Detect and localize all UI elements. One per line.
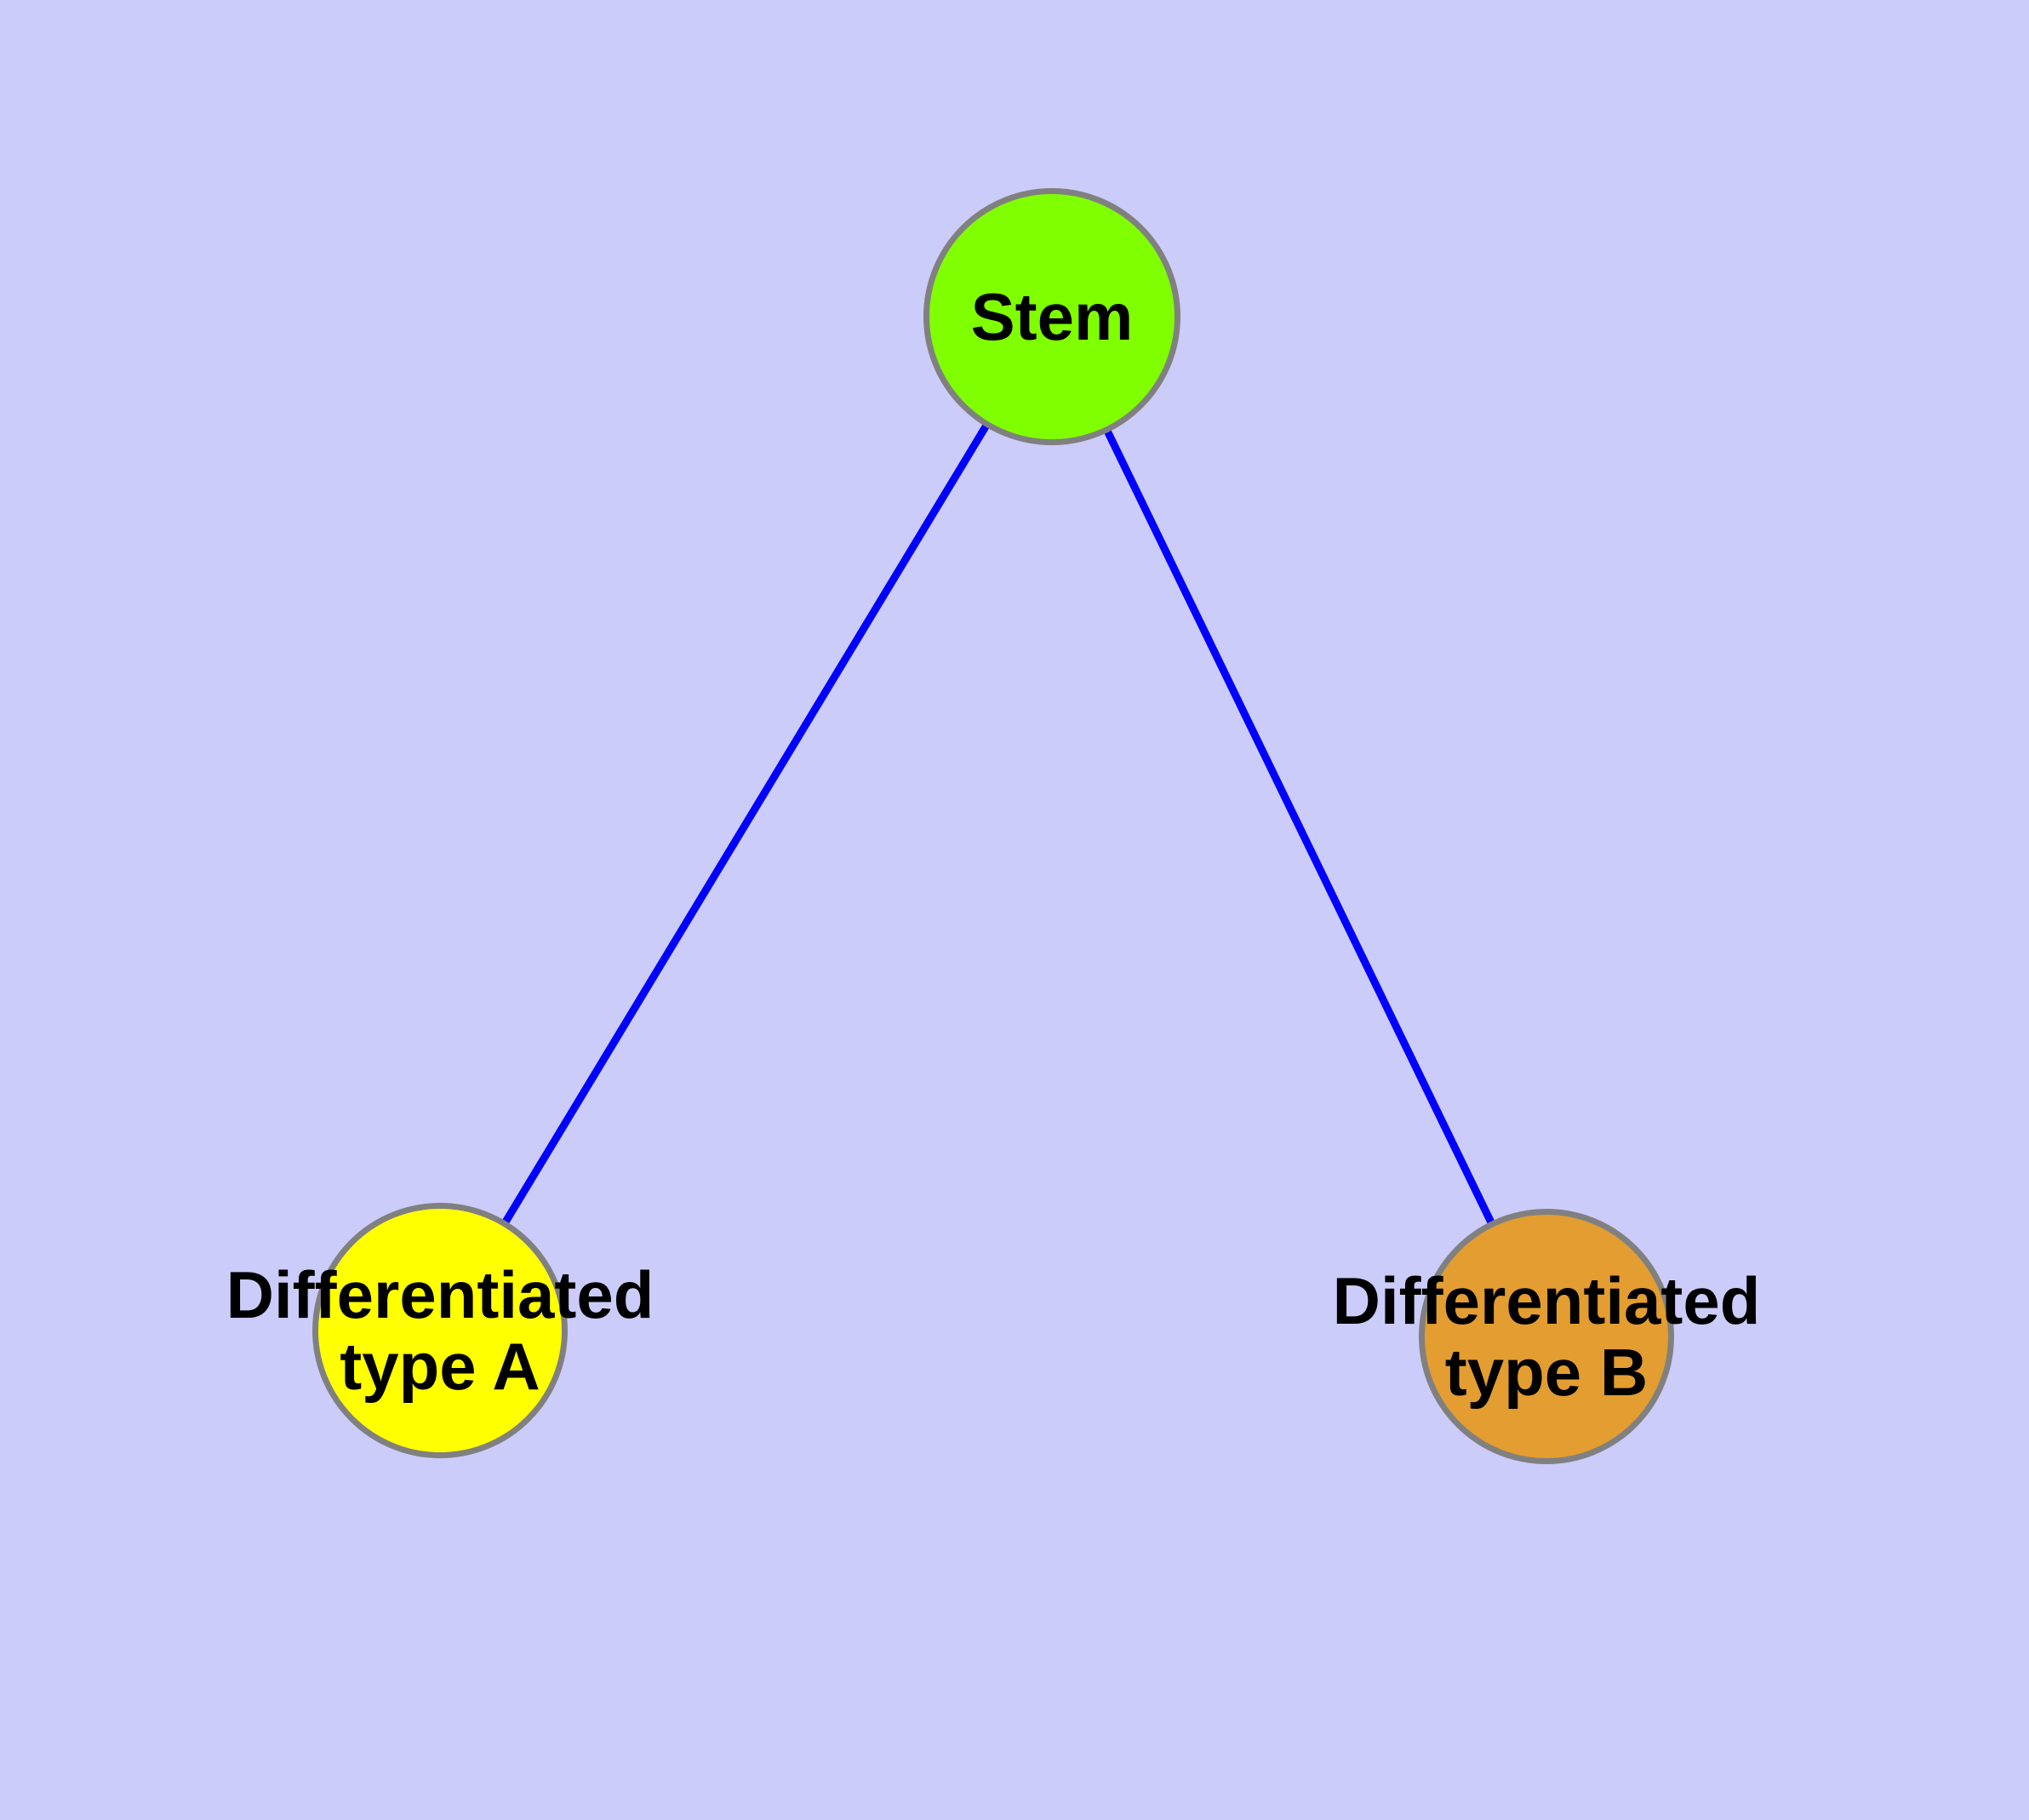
edge-layer [437, 314, 1551, 1338]
node-differentiated-type-b[interactable] [1419, 1209, 1674, 1464]
node-differentiated-type-a[interactable] [312, 1203, 568, 1458]
edge-stem-to-differentiated-type-a[interactable] [437, 314, 1055, 1333]
node-layer [312, 188, 1674, 1464]
node-stem[interactable] [923, 188, 1180, 445]
edge-stem-to-differentiated-type-b[interactable] [1048, 315, 1551, 1338]
